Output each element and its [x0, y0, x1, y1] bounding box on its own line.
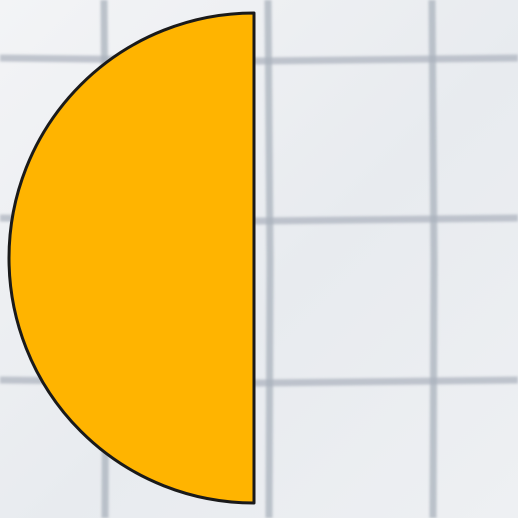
grid-line-vertical: [264, 0, 274, 518]
grid-line-vertical: [428, 0, 438, 518]
grid-line-horizontal: [0, 54, 518, 65]
half-circle-shape: [7, 11, 256, 505]
